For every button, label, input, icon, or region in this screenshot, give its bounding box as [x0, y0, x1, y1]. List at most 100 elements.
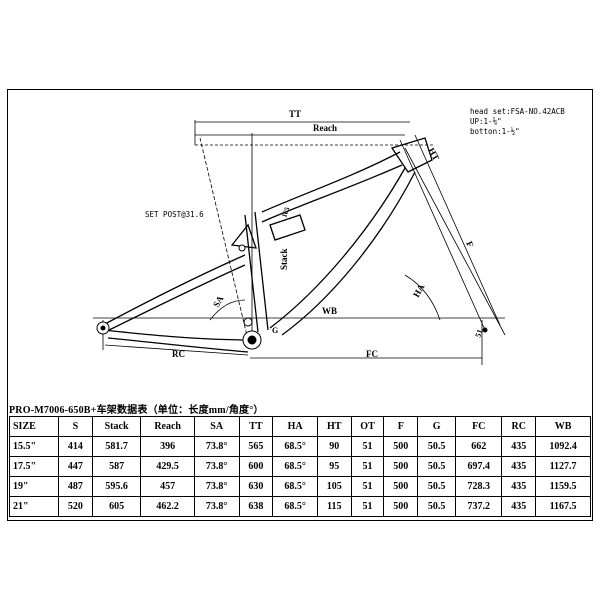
table-cell: 414 — [58, 436, 93, 457]
table-cell: 500 — [383, 496, 419, 517]
table-cell: 662 — [455, 436, 503, 457]
table-cell: 50.5 — [417, 476, 457, 497]
top-tube — [261, 151, 401, 213]
size-cell: 15.5" — [9, 436, 59, 457]
table-cell: 73.8° — [193, 436, 240, 457]
frame-drawing: TT Reach HT 165 Stack F HA SA G WB 51 RC… — [93, 107, 565, 365]
f-dim-line — [414, 134, 501, 326]
col-header: S — [58, 416, 93, 437]
table-cell: 728.3 — [455, 476, 503, 497]
table-cell: 50.5 — [417, 436, 457, 457]
table-cell: 51 — [350, 476, 385, 497]
rear-axle-dot — [100, 325, 106, 331]
table-cell: 1092.4 — [535, 436, 591, 457]
table-cell: 520 — [58, 496, 93, 517]
table-cell: 68.5° — [272, 436, 318, 457]
table-cell: 73.8° — [193, 476, 240, 497]
table-cell: 435 — [501, 436, 537, 457]
col-header: Reach — [140, 416, 195, 437]
col-header: FC — [455, 416, 503, 437]
table-cell: 435 — [501, 476, 537, 497]
table-cell: 429.5 — [140, 456, 195, 477]
sa-arc — [209, 299, 246, 321]
rc-dim-line — [104, 344, 249, 356]
table-cell: 500 — [383, 436, 419, 457]
tt-label: TT — [289, 109, 301, 119]
col-header: F — [383, 416, 419, 437]
wb-label: WB — [322, 306, 337, 316]
col-header: HA — [272, 416, 318, 437]
down-tube-lower — [281, 171, 416, 336]
table-cell: 638 — [238, 496, 274, 517]
shock-label: 165 — [280, 206, 291, 219]
fc-label: FC — [366, 349, 378, 359]
rear-shock — [269, 214, 306, 241]
col-header: Stack — [91, 416, 142, 437]
stack-label: Stack — [279, 248, 289, 270]
geometry-table: SIZE S Stack Reach SA TT HA HT OT F G FC… — [9, 416, 591, 517]
table-cell: 581.7 — [91, 436, 142, 457]
table-cell: 500 — [383, 456, 419, 477]
table-cell: 68.5° — [272, 456, 318, 477]
table-cell: 68.5° — [272, 496, 318, 517]
table-cell: 630 — [238, 476, 274, 497]
table-cell: 51 — [350, 496, 385, 517]
size-cell: 17.5" — [9, 456, 59, 477]
col-header: SA — [193, 416, 240, 437]
table-cell: 435 — [501, 456, 537, 477]
table-cell: 73.8° — [193, 456, 240, 477]
col-header: G — [417, 416, 457, 437]
table-cell: 90 — [316, 436, 352, 457]
table-cell: 73.8° — [193, 496, 240, 517]
pivot-icon — [243, 317, 253, 327]
ha-axis — [404, 147, 506, 336]
table-cell: 1159.5 — [535, 476, 591, 497]
col-header: OT — [350, 416, 385, 437]
table-cell: 1167.5 — [535, 496, 591, 517]
size-cell: 21" — [9, 496, 59, 517]
table-cell: 462.2 — [140, 496, 195, 517]
table-cell: 50.5 — [417, 496, 457, 517]
table-cell: 396 — [140, 436, 195, 457]
table-cell: 737.2 — [455, 496, 503, 517]
f-label: F — [464, 240, 476, 250]
size-cell: 19" — [9, 476, 59, 497]
ha-label: HA — [411, 282, 427, 299]
table-cell: 600 — [238, 456, 274, 477]
seatpost-note: SET POST@31.6 — [145, 210, 204, 219]
seat-tube — [244, 214, 259, 333]
ot-label: 51 — [473, 328, 484, 339]
table-cell: 595.6 — [91, 476, 142, 497]
table-cell: 95 — [316, 456, 352, 477]
headset-bottom-note: botton:1-½" — [470, 127, 520, 136]
bottom-bracket-dot — [247, 335, 257, 345]
table-cell: 51 — [350, 456, 385, 477]
reach-label: Reach — [313, 123, 337, 133]
table-cell: 51 — [350, 436, 385, 457]
head-tube — [390, 137, 433, 173]
front-axle-dot — [482, 327, 488, 333]
link-pivot-icon — [238, 244, 246, 252]
table-cell: 587 — [91, 456, 142, 477]
ha-arc — [404, 274, 441, 321]
headset-up-note: UP:1-⅛" — [470, 117, 502, 126]
table-caption: PRO-M7006-650B+车架数据表（单位：长度mm/角度°） — [9, 405, 264, 416]
col-header: HT — [316, 416, 352, 437]
chain-stay-lower — [107, 337, 249, 353]
col-header: TT — [238, 416, 274, 437]
table-cell: 115 — [316, 496, 352, 517]
rc-label: RC — [172, 349, 185, 359]
top-tube-lower — [261, 164, 403, 223]
fork-axis — [399, 139, 486, 331]
seat-axis — [199, 137, 249, 341]
table-cell: 68.5° — [272, 476, 318, 497]
seat-stay — [102, 254, 246, 326]
table-cell: 565 — [238, 436, 274, 457]
col-header: RC — [501, 416, 537, 437]
